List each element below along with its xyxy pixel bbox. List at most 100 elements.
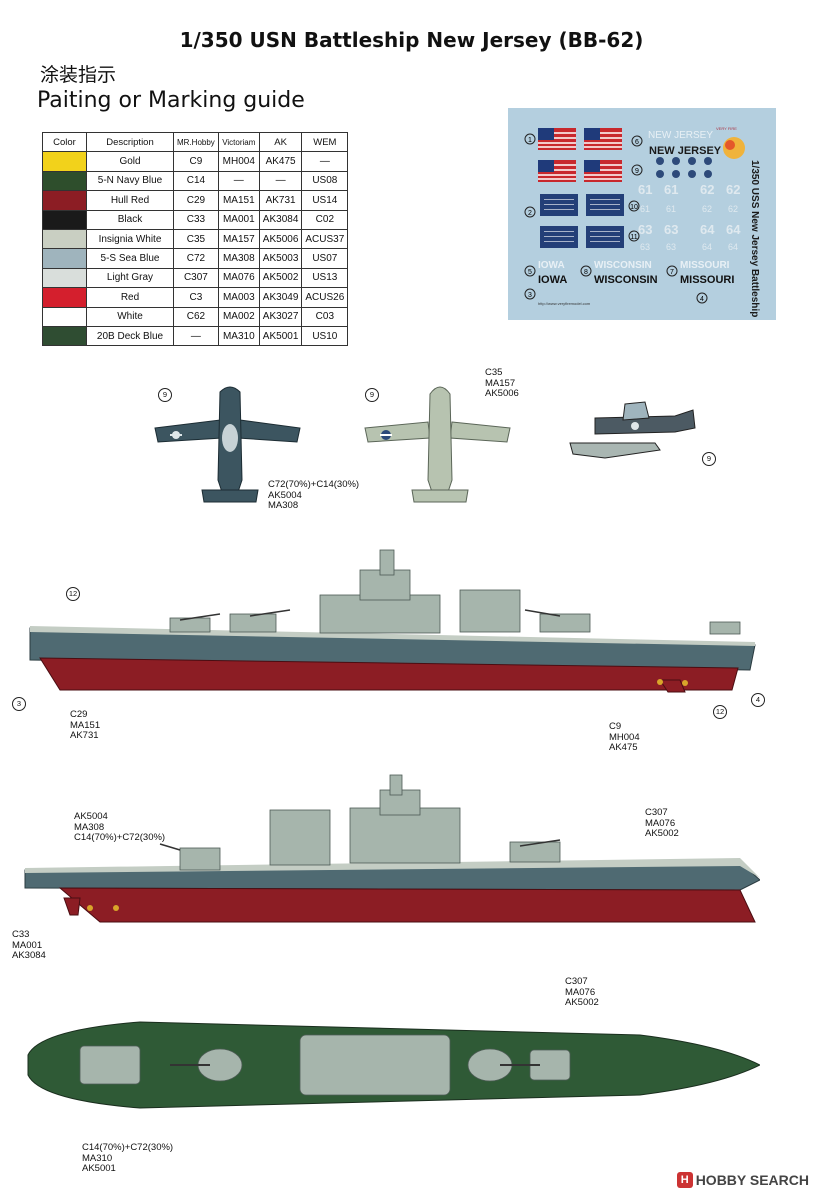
callout-line: AK731 — [70, 730, 99, 741]
cell-victoriam: MA003 — [217, 287, 260, 308]
callout-line: MA157 — [485, 377, 516, 389]
cell-desc: Insignia White — [86, 228, 174, 250]
color-swatch — [42, 248, 87, 269]
cell-wem: ACUS26 — [301, 287, 349, 308]
callout-line: AK5004 — [268, 489, 302, 501]
cell-mrhobby: C3 — [173, 287, 219, 308]
hull-number-64a: 64 — [700, 222, 715, 237]
callout-plane1-paint: C72(70%)+C14(30%) AK5004 MA308 — [268, 479, 360, 512]
cell-victoriam: MA076 — [217, 267, 260, 289]
callout-gold: C9 MH004 AK475 — [609, 721, 640, 754]
callout-line: AK475 — [609, 742, 638, 753]
marker-9-plane1: 9 — [158, 388, 172, 402]
cell-ak: — — [258, 170, 303, 192]
cell-desc: Red — [86, 287, 174, 308]
callout-line: MA151 — [70, 719, 101, 731]
cell-victoriam: — — [217, 170, 260, 192]
callout-line: AK3084 — [12, 950, 46, 961]
marker-3: 3 — [12, 697, 26, 711]
callout-line: MA308 — [268, 500, 299, 511]
callout-line: MA001 — [12, 939, 43, 951]
callout-line: AK5006 — [485, 388, 519, 399]
color-swatch — [42, 209, 87, 230]
marker-9-plane2: 9 — [365, 388, 379, 402]
brand-logo — [723, 137, 745, 159]
decal-sheet: VERY FIRE 61 61 62 62 63 63 64 64 61 61 … — [508, 108, 776, 320]
ship-side-view-starboard — [29, 549, 756, 693]
decal-missouri-outline: MISSOURI — [680, 260, 730, 271]
cell-desc: White — [86, 306, 174, 327]
ship-top-view — [27, 1021, 760, 1109]
cell-victoriam: MA001 — [217, 209, 260, 230]
decal-marker-3: 3 — [528, 292, 532, 299]
decal-sheet-art: VERY FIRE 61 61 62 62 63 63 64 64 61 61 … — [524, 126, 760, 317]
brand-name: VERY FIRE — [716, 126, 737, 131]
marker-4: 4 — [751, 693, 765, 707]
decal-marker-5: 5 — [528, 269, 532, 276]
header-color: Color — [42, 131, 87, 153]
header-wem: WEM — [301, 131, 349, 153]
hull-number-63a: 63 — [638, 222, 652, 237]
color-swatch — [42, 287, 87, 308]
hull-number-63b: 63 — [664, 222, 678, 237]
cell-desc: 5-N Navy Blue — [86, 170, 174, 192]
hull-number-61a: 61 — [638, 182, 652, 197]
cell-wem: US08 — [301, 170, 349, 192]
watermark: H HOBBY SEARCH — [676, 1172, 809, 1188]
callout-line: C307 — [645, 807, 668, 818]
hull-number-64b: 64 — [726, 222, 741, 237]
subtitle-english: Paiting or Marking guide — [37, 88, 305, 113]
cell-ak: AK5001 — [258, 325, 303, 347]
cell-desc: 5-S Sea Blue — [86, 248, 174, 269]
decal-marker-10: 10 — [630, 204, 638, 211]
header-ak: AK — [258, 131, 303, 153]
callout-line: C33 — [12, 929, 30, 940]
marker-12-bow: 12 — [713, 705, 727, 719]
decal-marker-8: 8 — [584, 269, 588, 276]
cell-mrhobby: C29 — [173, 190, 219, 211]
cell-victoriam: MA308 — [217, 248, 260, 269]
hull-number-small-62b: 62 — [728, 204, 738, 214]
cell-victoriam: MA002 — [217, 306, 260, 327]
callout-line: AK5004 — [74, 811, 108, 822]
callout-line: C72(70%)+C14(30%) — [268, 479, 360, 490]
cell-wem: US14 — [301, 190, 349, 211]
header-description: Description — [86, 131, 174, 153]
callout-line: C35 — [485, 367, 503, 378]
color-swatch — [42, 190, 87, 211]
callout-line: C307 — [565, 976, 588, 987]
cell-ak: AK5002 — [258, 267, 303, 289]
cell-mrhobby: C14 — [173, 170, 219, 192]
color-swatch — [42, 170, 87, 192]
callout-line: MA308 — [74, 821, 105, 833]
cell-victoriam: MA310 — [217, 325, 260, 347]
cell-victoriam: MH004 — [217, 151, 260, 172]
table-header-row: Color Description MR.Hobby Victoriam AK … — [42, 131, 349, 153]
marker-9-seaplane: 9 — [702, 452, 716, 466]
decal-marker-2: 2 — [528, 210, 532, 217]
callout-line: C9 — [609, 721, 622, 732]
paint-reference-table: Color Description MR.Hobby Victoriam AK … — [42, 131, 349, 347]
subtitle-chinese: 涂装指示 — [40, 64, 117, 86]
callout-line: C14(70%)+C72(30%) — [82, 1142, 174, 1153]
header-victoriam: Victoriam — [217, 131, 260, 153]
decal-side-text: 1/350 USS New Jersey Battleship — [749, 160, 760, 317]
decal-iowa: IOWA — [538, 274, 567, 286]
cell-mrhobby: C9 — [173, 151, 219, 172]
watermark-text: HOBBY SEARCH — [695, 1172, 809, 1188]
color-swatch — [42, 151, 87, 172]
cell-wem: — — [301, 151, 349, 172]
cell-mrhobby: — — [173, 325, 219, 347]
cell-desc: 20B Deck Blue — [86, 325, 174, 347]
decal-marker-7: 7 — [670, 269, 674, 276]
hull-number-61b: 61 — [664, 182, 678, 197]
ship-side-view-port — [24, 774, 760, 923]
decal-marker-1: 1 — [528, 137, 532, 144]
